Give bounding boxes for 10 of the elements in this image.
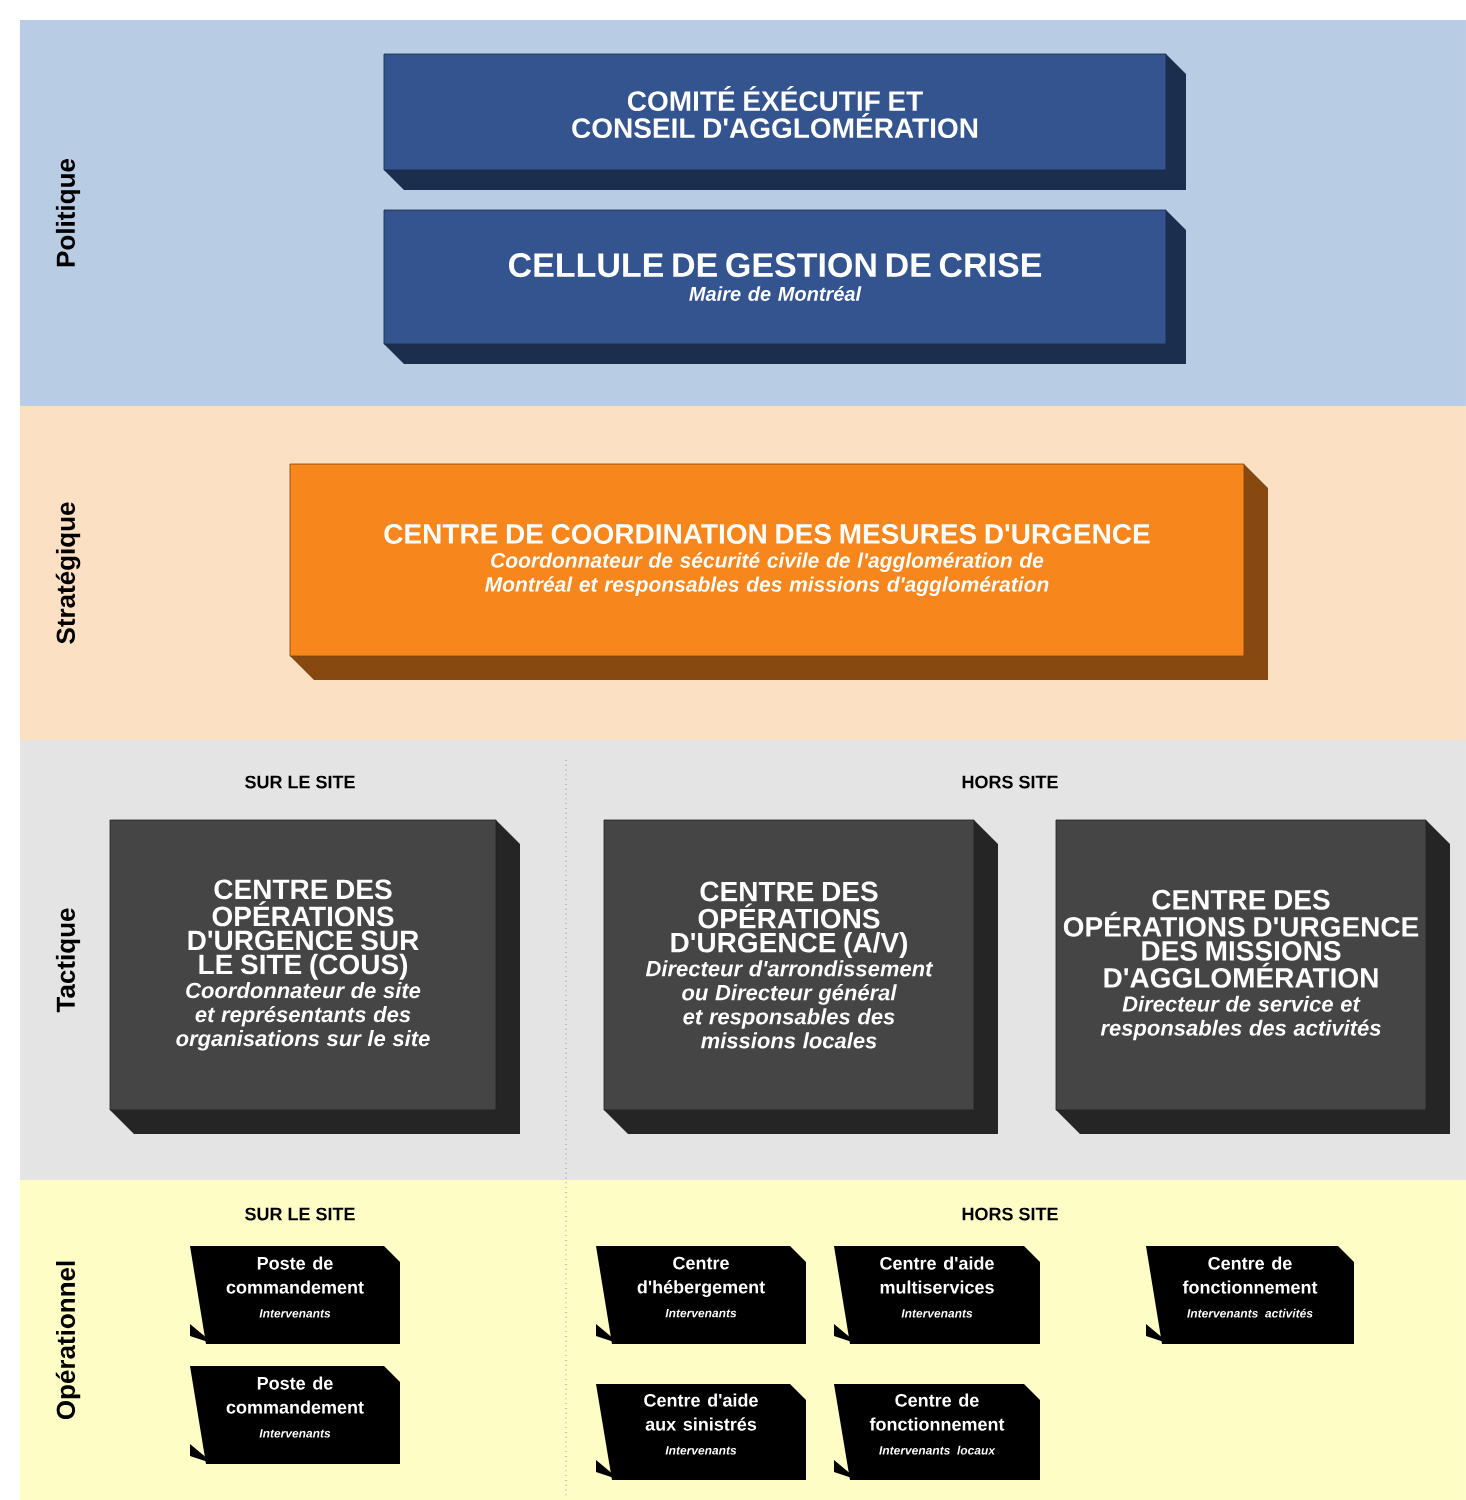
center-box: CENTRE DE COORDINATION DES MESURES D'URGENCE Coordonnateur de sécurité civile de l'agglomération de Montréal et responsables des missions d'agglomération bbox=[289, 463, 1268, 680]
column-heading: SUR LE SITE bbox=[245, 1207, 355, 1221]
center-box: CELLULE DE GESTION DE CRISE Maire de Montréal bbox=[383, 209, 1186, 364]
column-heading: SUR LE SITE bbox=[245, 775, 355, 789]
center-box: CENTRE DES OPÉRATIONS D'URGENCE DES MISSIONS D'AGGLOMÉRATION Directeur de service et responsables des activités bbox=[1055, 819, 1450, 1134]
column-heading: HORS SITE bbox=[962, 1207, 1058, 1221]
center-box: CENTRE DES OPÉRATIONS D'URGENCE SUR LE SITE (COUS) Coordonnateur de site et représentants des organisations sur le site bbox=[109, 819, 520, 1134]
center-box: COMITÉ ÉXÉCUTIF ET CONSEIL D'AGGLOMÉRATION bbox=[383, 53, 1186, 190]
center-box: CENTRE DES OPÉRATIONS D'URGENCE (A/V) Directeur d'arrondissement ou Directeur général et responsables des missions locales bbox=[603, 819, 998, 1134]
column-heading: HORS SITE bbox=[962, 775, 1058, 789]
